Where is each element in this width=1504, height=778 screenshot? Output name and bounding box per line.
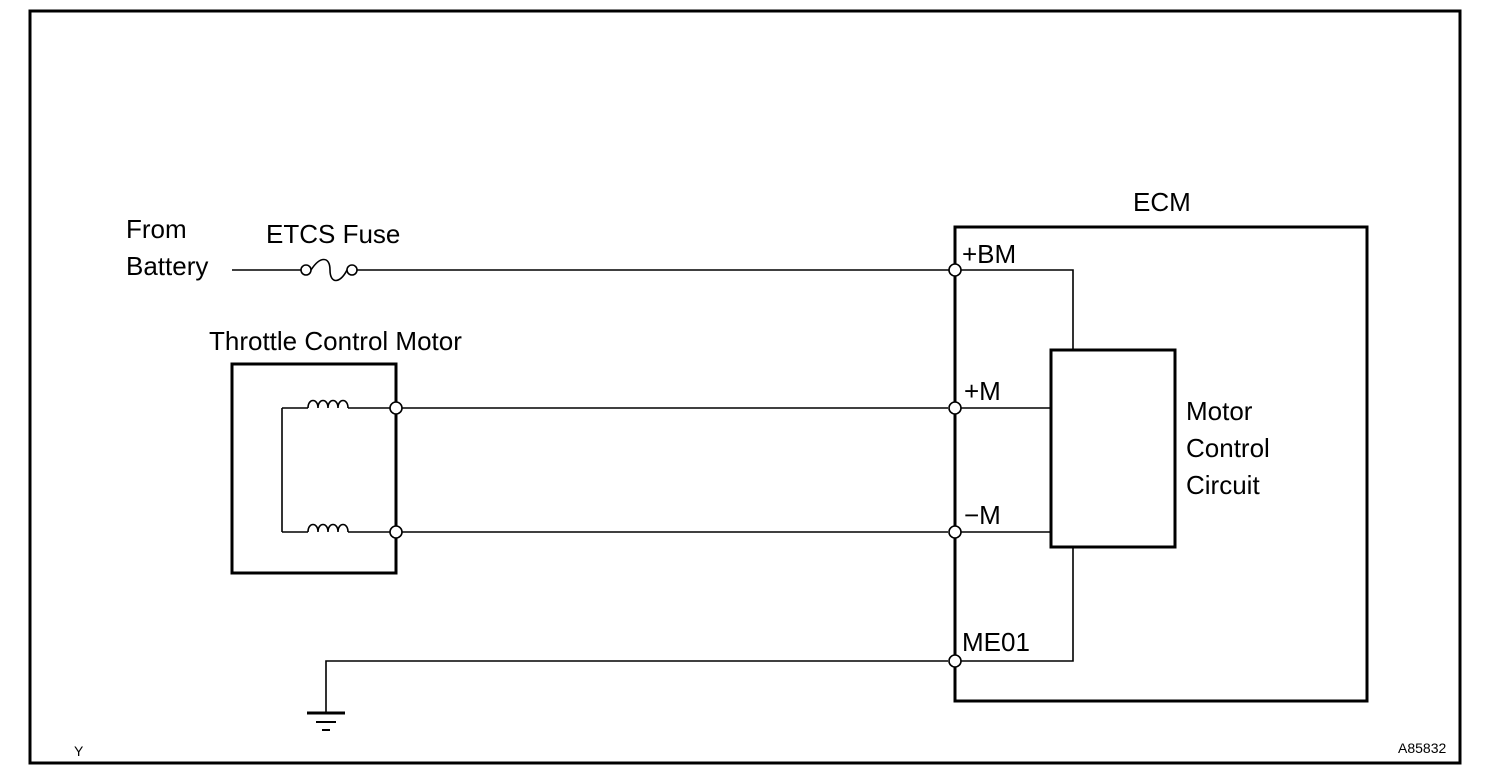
circuit-label-line3: Circuit: [1186, 470, 1260, 500]
figure-id: A85832: [1398, 740, 1446, 756]
footer-left-code: Y: [74, 743, 84, 759]
motor-title: Throttle Control Motor: [209, 326, 462, 356]
motor-terminal-lower: [389, 525, 403, 539]
ecm-wire-bm: [961, 269, 1074, 350]
source-label-from: From: [126, 214, 187, 244]
motor-control-circuit-box: [1049, 348, 1177, 549]
terminal-label-bm: +BM: [962, 239, 1016, 269]
terminal-label-m-minus: −M: [964, 500, 1001, 530]
throttle-motor-box: [230, 362, 398, 575]
wire-me01-to-ground: [325, 660, 948, 712]
ground-icon: [307, 711, 345, 731]
fuse-icon: [300, 258, 358, 282]
motor-terminal-upper: [389, 401, 403, 415]
circuit-label-line1: Motor: [1186, 396, 1253, 426]
ecm-terminal-bm: [948, 263, 962, 277]
ecm-terminal-m-minus: [948, 525, 962, 539]
fuse-label: ETCS Fuse: [266, 219, 400, 249]
ecm-terminal-me01: [948, 654, 962, 668]
motor-coil-lower-icon: [282, 523, 390, 533]
terminal-label-me01: ME01: [962, 627, 1030, 657]
terminal-label-m-plus: +M: [964, 376, 1001, 406]
circuit-label-line2: Control: [1186, 433, 1270, 463]
ecm-title: ECM: [1133, 187, 1191, 217]
source-label-battery: Battery: [126, 251, 208, 281]
motor-coil-upper-icon: [282, 399, 390, 409]
ecm-terminal-m-plus: [948, 401, 962, 415]
ecm-box: [953, 225, 1369, 703]
diagram-frame: [28, 9, 1462, 765]
ecm-wire-me01: [961, 547, 1074, 662]
